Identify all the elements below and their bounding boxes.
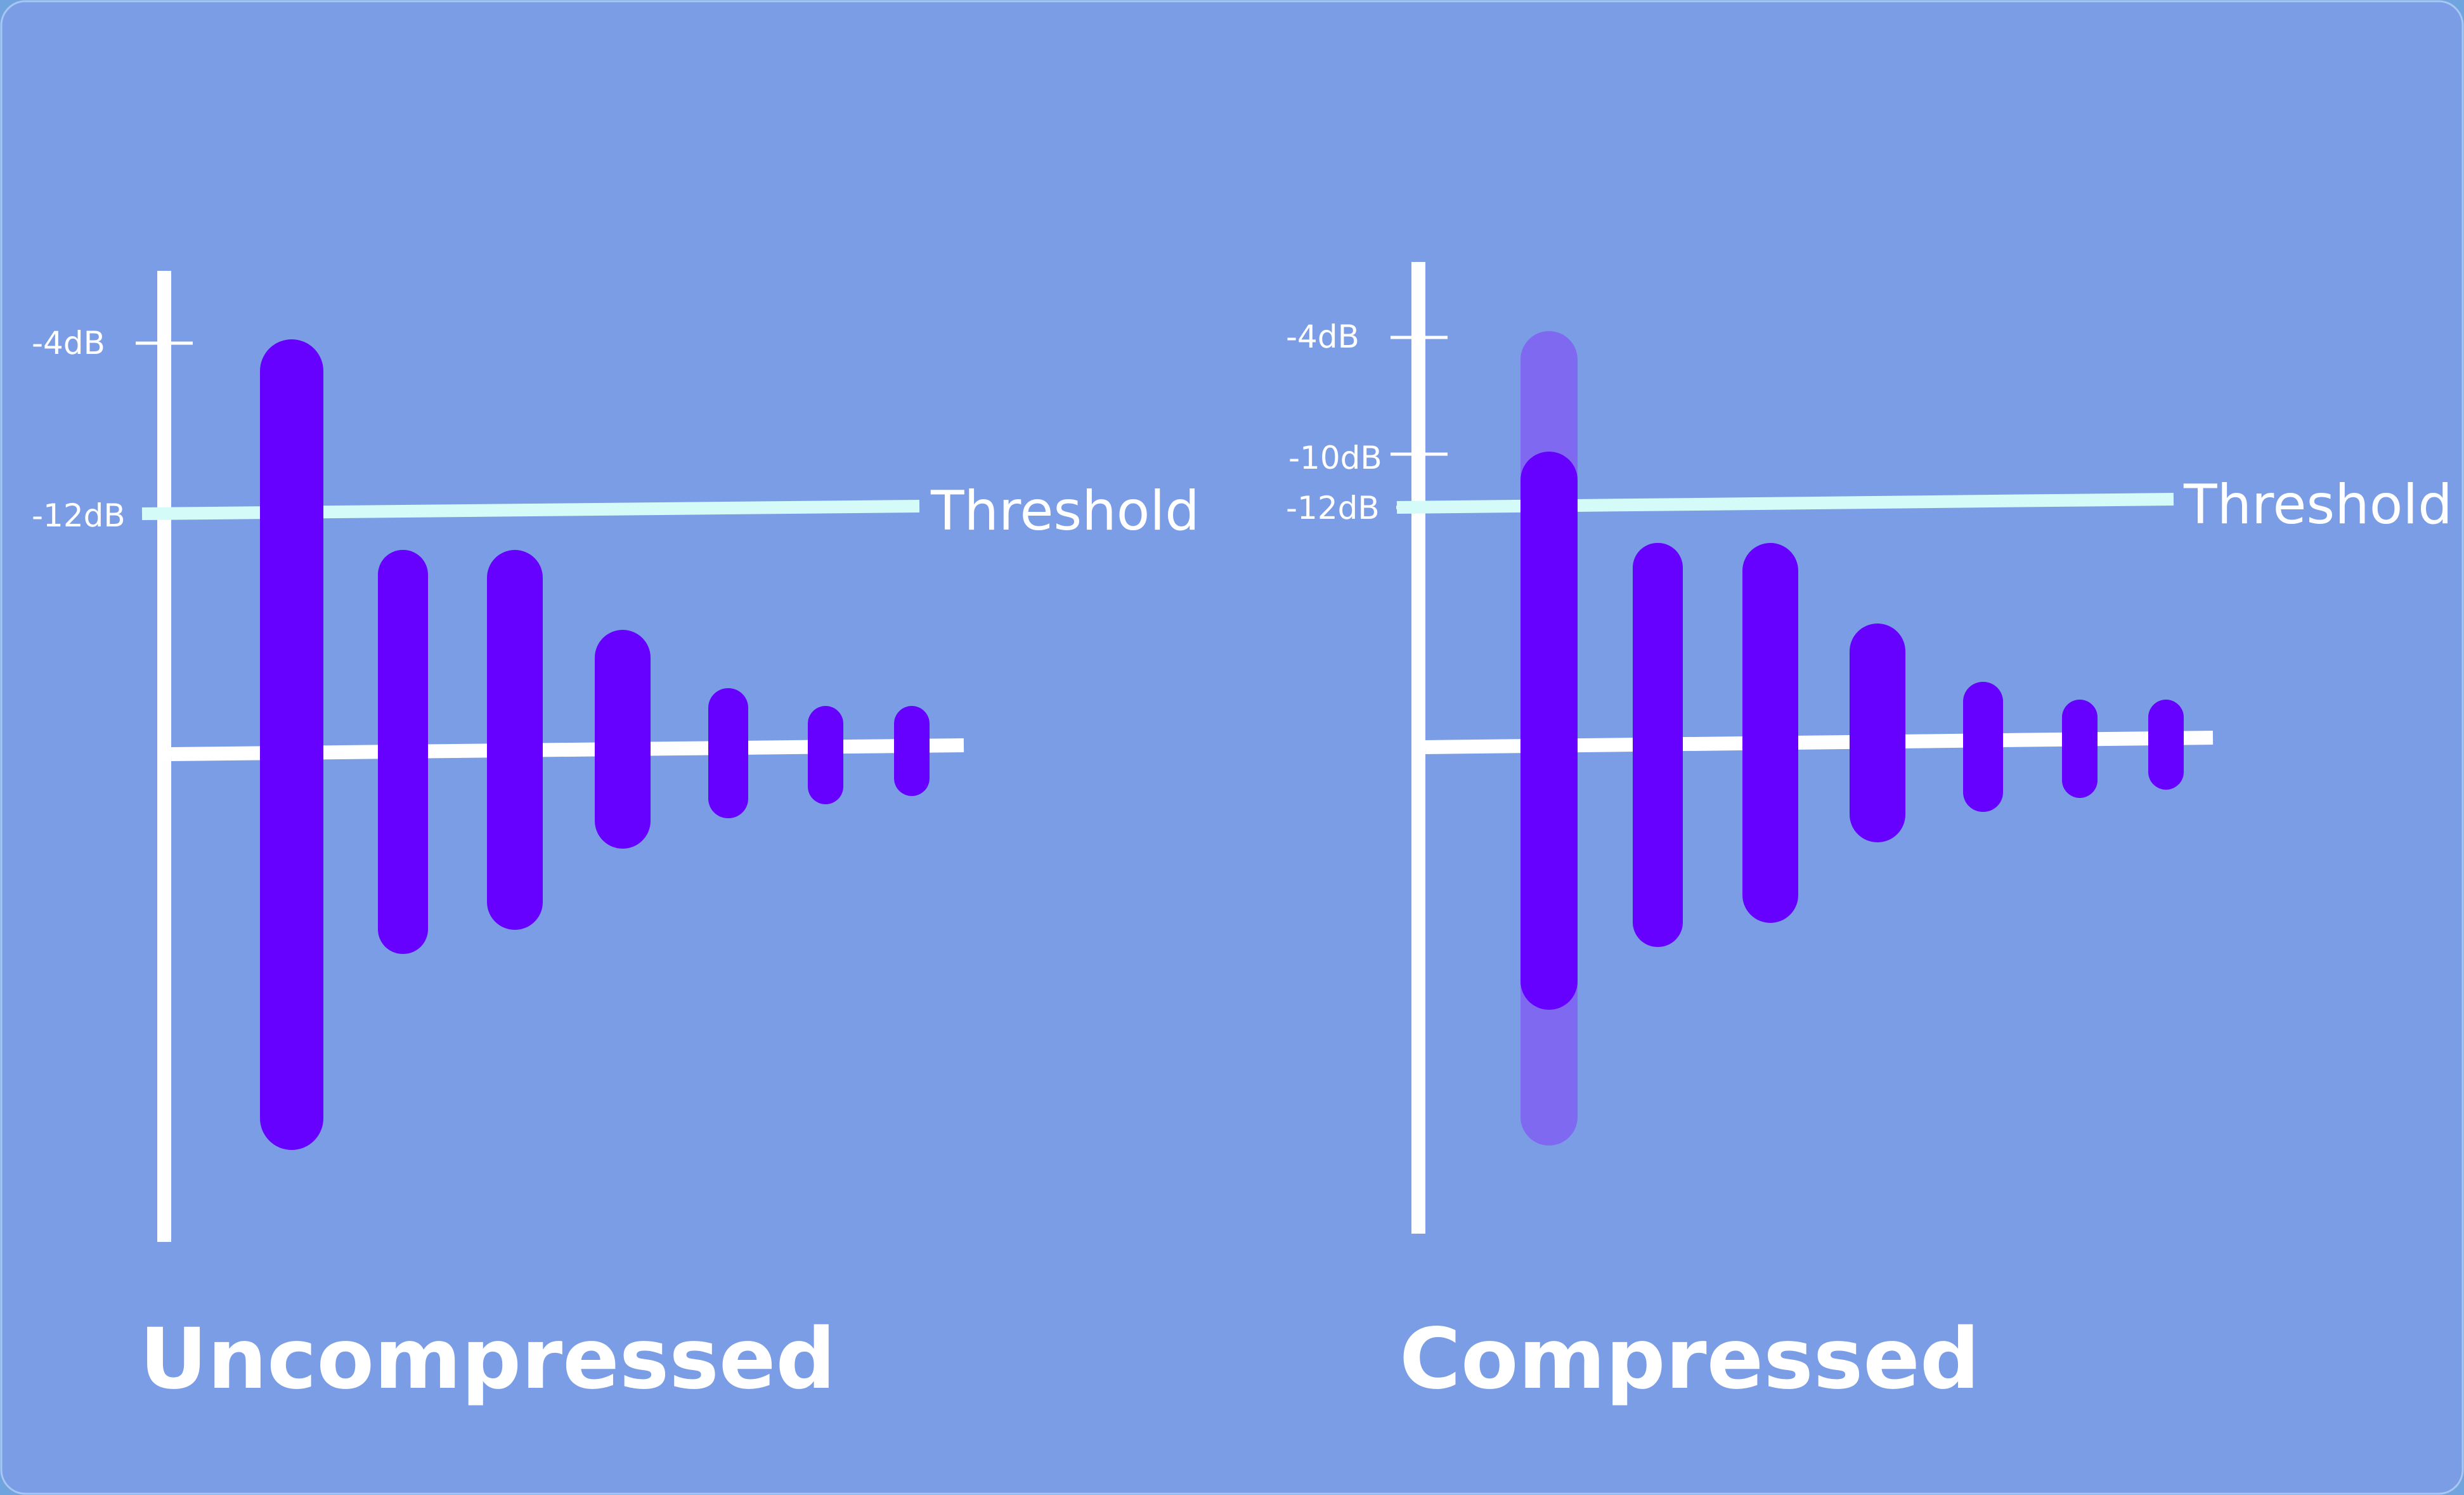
compressed-tick-label-minus4db: -4dB bbox=[1286, 318, 1359, 355]
uncompressed-bar-3 bbox=[487, 550, 543, 930]
uncompressed-tick-label-minus12db: -12dB bbox=[32, 497, 126, 534]
uncompressed-panel: -4dB -12dB Threshold Uncompressed bbox=[32, 271, 1200, 1408]
uncompressed-bar-4 bbox=[595, 630, 651, 849]
compressed-bar-2 bbox=[1633, 543, 1683, 947]
compressed-tick-label-minus12db: -12dB bbox=[1286, 490, 1380, 526]
compressed-bar-4 bbox=[1850, 623, 1905, 842]
uncompressed-bar-6 bbox=[808, 706, 843, 804]
uncompressed-title: Uncompressed bbox=[139, 1310, 836, 1408]
uncompressed-bar-2 bbox=[378, 550, 428, 954]
uncompressed-tick-label-minus4db: -4dB bbox=[32, 325, 105, 362]
compressed-bar-3 bbox=[1742, 543, 1798, 923]
uncompressed-threshold-label: Threshold bbox=[930, 480, 1200, 543]
compressed-bar-5 bbox=[1963, 682, 2003, 812]
compressed-threshold-label: Threshold bbox=[2183, 473, 2453, 537]
uncompressed-bar-5 bbox=[708, 688, 748, 818]
uncompressed-bar-7 bbox=[894, 706, 930, 796]
compressed-tick-label-minus10db: -10dB bbox=[1288, 440, 1382, 476]
compressed-bar-1 bbox=[1521, 452, 1578, 1010]
compressed-panel: -4dB -10dB -12dB Threshold Compressed bbox=[1286, 262, 2453, 1408]
compressed-bar-7 bbox=[2148, 700, 2184, 790]
compressed-bar-6 bbox=[2062, 700, 2098, 798]
uncompressed-bar-1 bbox=[260, 339, 323, 1150]
compressed-title: Compressed bbox=[1399, 1310, 1980, 1408]
uncompressed-threshold-line bbox=[141, 500, 920, 520]
compressed-threshold-line bbox=[1396, 493, 2174, 514]
